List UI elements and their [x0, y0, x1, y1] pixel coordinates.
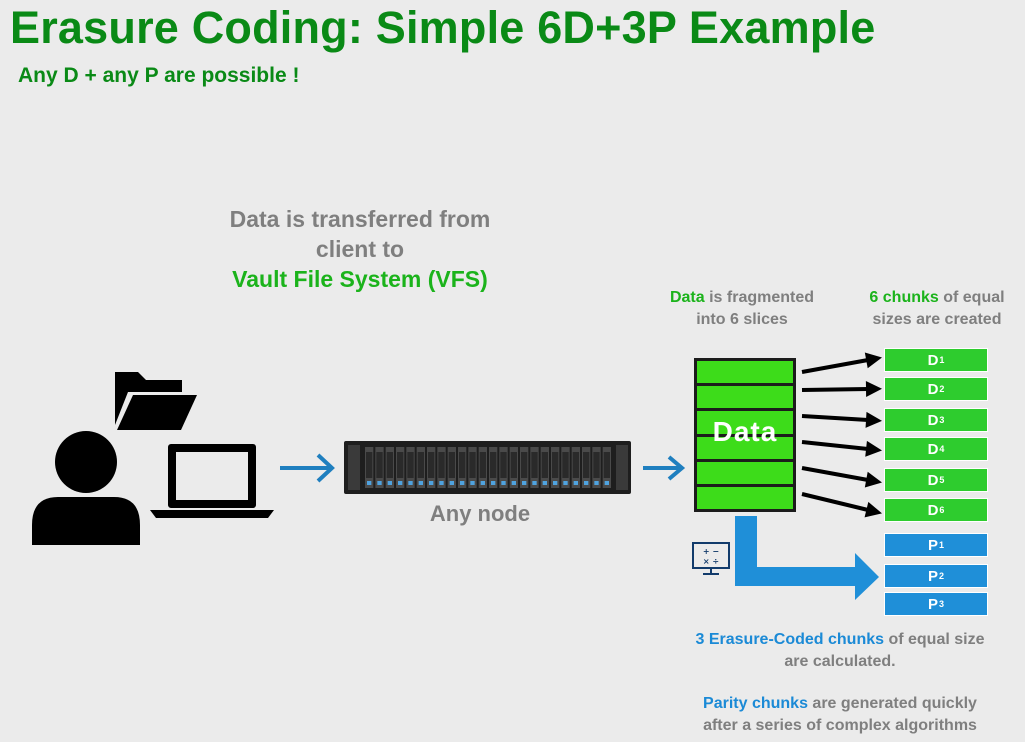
parity-arrow — [735, 516, 879, 600]
chunk-letter: D — [927, 351, 939, 369]
page-title: Erasure Coding: Simple 6D+3P Example — [10, 2, 876, 53]
fragment-note-highlight: Data — [669, 289, 705, 306]
chunk-index: 3 — [939, 415, 945, 425]
fragment-arrow-line — [801, 440, 869, 451]
chunk-index: 1 — [939, 355, 945, 365]
node-label: Any node — [429, 501, 531, 526]
data-slice — [697, 411, 793, 434]
chunk-index: 2 — [939, 384, 945, 394]
chunk-letter: P — [927, 567, 938, 585]
data-block — [694, 358, 796, 512]
ec-note: 3 Erasure-Coded chunks of equal size are… — [660, 629, 1020, 673]
svg-text:+ −: + − — [703, 547, 719, 556]
chunk-index: 6 — [939, 505, 945, 515]
data-slice — [697, 461, 793, 484]
chunk-index: 3 — [939, 599, 945, 609]
fragment-note: Data is fragmented into 6 slices — [648, 287, 836, 331]
chunk-letter: D — [927, 411, 939, 429]
chunk-letter: P — [927, 595, 938, 613]
page-subtitle: Any D + any P are possible ! — [18, 64, 300, 87]
data-slice — [697, 486, 793, 510]
chunks-note-highlight: 6 chunks — [869, 289, 939, 306]
chunk-index: 5 — [939, 475, 945, 485]
chunk-index: 4 — [939, 444, 945, 454]
parity-note-highlight: Parity chunks — [703, 695, 808, 712]
ec-note-line-1: 3 Erasure-Coded chunks of equal size — [660, 629, 1020, 651]
chunk-letter: D — [927, 440, 939, 458]
chunk-letter: P — [927, 536, 938, 554]
chunk-letter: D — [927, 501, 939, 519]
server-icon — [344, 441, 631, 494]
parity-note: Parity chunks are generated quickly afte… — [660, 693, 1020, 737]
transfer-line-3: Vault File System (VFS) — [232, 266, 488, 292]
chunks-note-rest: of equal — [938, 289, 1005, 306]
parity-note-rest: are generated quickly — [807, 695, 977, 712]
svg-text:× ÷: × ÷ — [703, 557, 719, 566]
laptop-icon — [150, 444, 274, 518]
fragment-arrow-line — [801, 387, 869, 392]
folder-icon — [115, 372, 197, 430]
fragment-note-line-2: into 6 slices — [696, 311, 788, 328]
fragment-note-rest: is fragmented — [704, 289, 815, 306]
parity-note-line-2: after a series of complex algorithms — [703, 717, 977, 734]
fragment-arrow-head — [864, 352, 882, 369]
chunk-index: 1 — [939, 540, 945, 550]
fragment-arrow-line — [801, 492, 869, 512]
chunk-index: 2 — [939, 571, 945, 581]
chunks-note-line-1: 6 chunks of equal — [852, 287, 1022, 309]
ec-note-line-2: are calculated. — [784, 653, 896, 670]
data-slice — [697, 386, 793, 409]
data-slice — [697, 361, 793, 384]
fragment-arrow-head — [864, 501, 882, 518]
data-block-label: Data — [712, 416, 778, 447]
fragment-arrow-head — [865, 381, 882, 398]
fragment-arrow-line — [801, 466, 869, 482]
fragment-arrow-line — [801, 358, 869, 374]
arrow-client-to-node — [280, 453, 335, 483]
user-icon — [32, 431, 140, 545]
transfer-line-1: Data is transferred from — [229, 206, 491, 232]
data-slice — [697, 436, 793, 459]
calculator-monitor-icon: + − × ÷ — [692, 542, 730, 575]
transfer-line-2: client to — [315, 236, 405, 262]
fragment-arrow-line — [801, 414, 869, 422]
ec-note-highlight: 3 Erasure-Coded chunks — [695, 631, 885, 648]
fragment-arrow-head — [864, 471, 882, 488]
fragment-arrow-head — [865, 411, 882, 428]
fragment-note-line-1: Data is fragmented — [648, 287, 836, 309]
parity-note-line-1: Parity chunks are generated quickly — [660, 693, 1020, 715]
fragment-arrow-head — [865, 440, 882, 457]
fragment-arrows — [801, 352, 882, 518]
transfer-caption: Data is transferred from client to Vault… — [190, 204, 530, 294]
chunk-letter: D — [927, 380, 939, 398]
chunks-note-line-2: sizes are created — [872, 311, 1002, 328]
chunks-note: 6 chunks of equal sizes are created — [852, 287, 1022, 331]
arrow-node-to-data — [643, 455, 686, 481]
ec-note-rest: of equal size — [884, 631, 985, 648]
chunk-letter: D — [927, 471, 939, 489]
